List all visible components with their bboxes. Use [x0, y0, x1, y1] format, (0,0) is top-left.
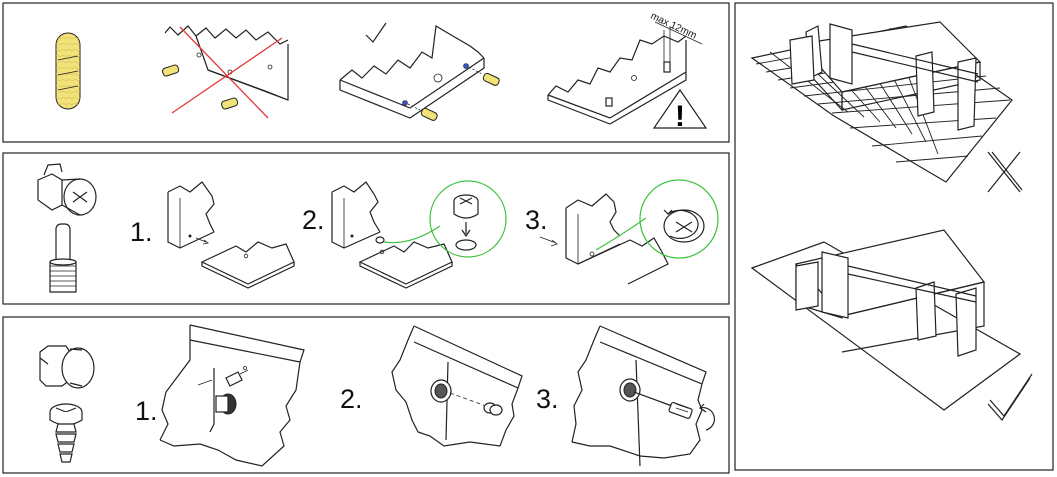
- connector-step-2-figure: [391, 325, 523, 447]
- cross-line-icon: [179, 26, 269, 119]
- step-number: 2.: [302, 205, 325, 235]
- correct-dowel-placement-figure: [339, 25, 500, 121]
- arrow-icon: [195, 237, 207, 243]
- cam-bolt-icon: [49, 223, 77, 293]
- rotate-arrow-icon: [667, 209, 699, 239]
- svg-text:!: !: [675, 100, 685, 133]
- cross-icon: [987, 151, 1023, 193]
- dowel-icon: [55, 32, 81, 110]
- arrow-icon: [539, 236, 557, 244]
- connector-screw-small-icon: [225, 366, 249, 387]
- step-number: 1.: [135, 396, 158, 426]
- dowel-panel: [2, 2, 730, 143]
- connector-cap-icon: [39, 345, 95, 389]
- wrong-dowel-placement-figure: [162, 25, 289, 119]
- cam-lock-icon: [37, 163, 97, 216]
- cam-step-3-figure: [539, 179, 719, 285]
- rotate-arrow-icon: [699, 407, 715, 431]
- step-number: 3.: [525, 205, 548, 235]
- cam-step-1-figure: [167, 181, 295, 289]
- detail-magnifier: [639, 179, 719, 259]
- screwdriver-icon: [633, 391, 693, 419]
- max-depth-label: max 12mm: [649, 11, 698, 42]
- detail-magnifier: [429, 180, 507, 258]
- warning-icon: !: [652, 88, 708, 133]
- cross-line-icon: [171, 37, 283, 114]
- checkmark-icon: [987, 377, 1031, 421]
- connector-step-3-figure: [571, 325, 715, 467]
- cam-fitting-panel: [2, 152, 730, 305]
- cam-step-2-figure: [331, 180, 507, 289]
- step-number: 3.: [536, 384, 559, 414]
- step-number: 1.: [130, 217, 153, 247]
- connector-screw-icon: [49, 403, 83, 463]
- wrong-placement-figure: [750, 21, 1023, 193]
- connector-step-1-figure: [159, 324, 305, 467]
- step-number: 2.: [340, 384, 363, 414]
- connector-panel: [2, 316, 730, 474]
- placement-panel: [734, 2, 1054, 471]
- checkmark-icon: [365, 22, 387, 43]
- correct-placement-figure: [750, 229, 1033, 421]
